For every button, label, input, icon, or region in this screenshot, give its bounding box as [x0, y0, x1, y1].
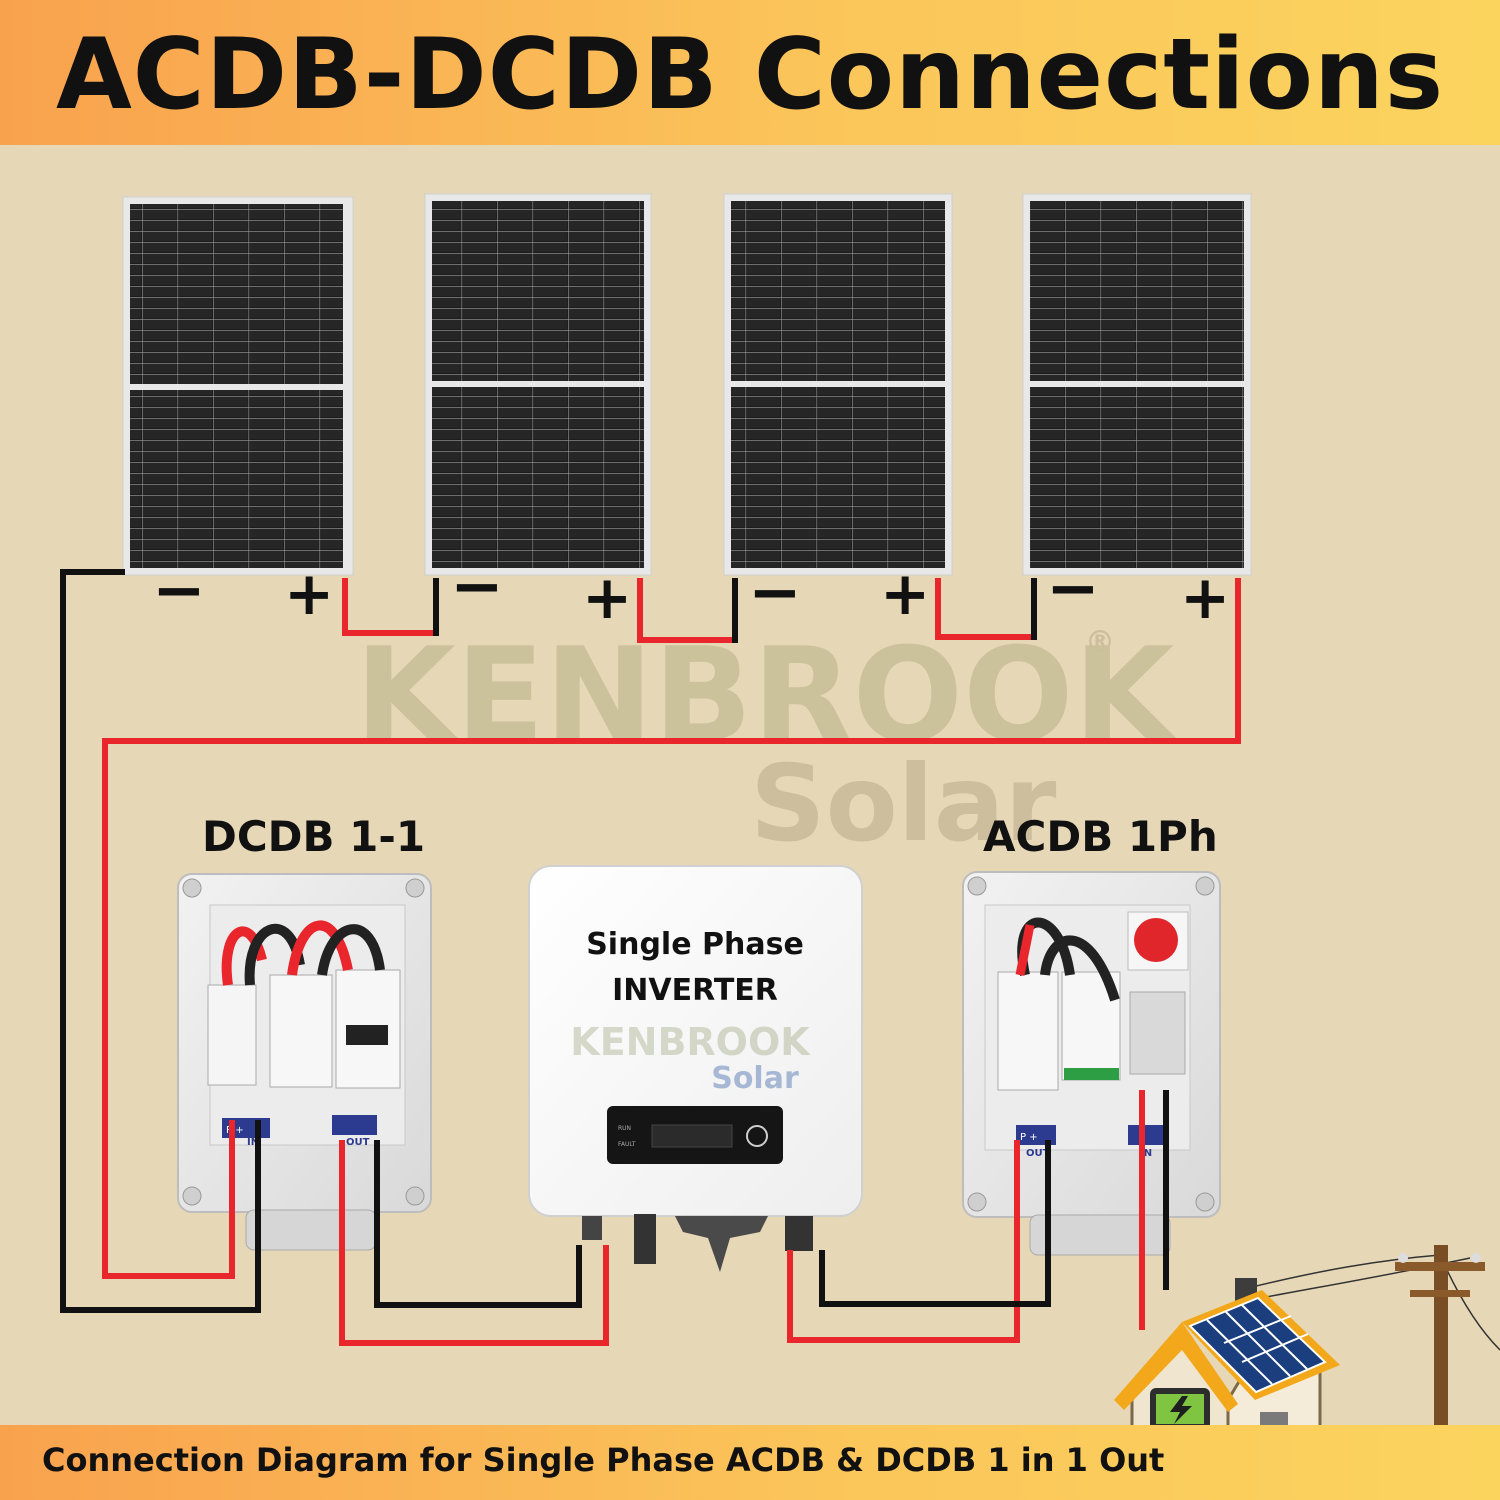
inverter-brand: KENBROOK [570, 1020, 811, 1064]
inverter-lcd [651, 1124, 733, 1148]
watermark-sub: Solar [750, 743, 1057, 865]
inverter-button-icon [746, 1125, 768, 1147]
acdb-p-tag: P + [1020, 1132, 1038, 1143]
solar-panel-2 [424, 193, 652, 576]
solar-panel-3 [723, 193, 953, 576]
acdb-box: P + OUT IN [962, 871, 1221, 1256]
panel-2-plus: + [582, 563, 632, 633]
title-banner [0, 0, 1500, 145]
wire-ac-neutral [819, 1140, 1051, 1307]
dcdb-box: P + IN OUT [177, 873, 432, 1251]
inverter-run: RUN [618, 1125, 631, 1132]
panel-4-minus: − [1046, 552, 1100, 626]
indicator-lamp-icon [1134, 918, 1178, 962]
utility-pole-icon [1239, 1245, 1500, 1430]
acdb-house-wires [1139, 1090, 1169, 1330]
acdb-out-tag: OUT [1026, 1148, 1050, 1159]
solar-panel-4 [1022, 193, 1252, 576]
dc-main-wires [60, 569, 1241, 1313]
wire-panel2-pos [637, 578, 733, 643]
inverter-line1: Single Phase [586, 927, 804, 962]
footer-banner [0, 1425, 1500, 1500]
footer-caption: Connection Diagram for Single Phase ACDB… [42, 1441, 1165, 1479]
inverter: Single Phase INVERTER KENBROOK Solar RUN… [528, 865, 863, 1272]
dcdb-inverter-wires [339, 1140, 609, 1346]
dcdb-label: DCDB 1-1 [202, 812, 426, 861]
series-wires [342, 578, 1037, 643]
inverter-acdb-wires [787, 1140, 1051, 1343]
panel-1-plus: + [284, 559, 334, 629]
panel-1-minus: − [152, 554, 206, 628]
solar-panel-1 [122, 196, 354, 576]
solar-panel-array [122, 193, 1252, 576]
dcdb-in-tag: IN [247, 1137, 259, 1148]
wire-panel3-pos [935, 578, 1032, 640]
wire-panel1-pos [342, 578, 436, 636]
panel-3-minus: − [748, 556, 802, 630]
acdb-label: ACDB 1Ph [983, 812, 1218, 861]
panel-terminals: − + − + − + − + [152, 550, 1230, 633]
wire-dcdb-out-pos [339, 1140, 609, 1346]
wire-dcdb-out-neg [374, 1140, 582, 1308]
page-title: ACDB-DCDB Connections [55, 18, 1445, 132]
wire-string-negative [60, 569, 261, 1313]
panel-2-minus: − [450, 550, 504, 624]
panel-4-plus: + [1180, 563, 1230, 633]
wire-string-positive [102, 578, 1241, 1279]
inverter-sub: Solar [711, 1061, 799, 1096]
inverter-line2: INVERTER [612, 973, 778, 1008]
inverter-fault: FAULT [618, 1141, 636, 1148]
watermark: KENBROOK Solar ® [355, 619, 1179, 865]
dcdb-out-tag: OUT [346, 1137, 370, 1148]
watermark-registered: ® [1085, 625, 1115, 660]
watermark-brand: KENBROOK [355, 619, 1179, 771]
panel-3-plus: + [880, 559, 930, 629]
wire-ac-live [787, 1140, 1020, 1343]
acdb-in-tag: IN [1140, 1148, 1152, 1159]
